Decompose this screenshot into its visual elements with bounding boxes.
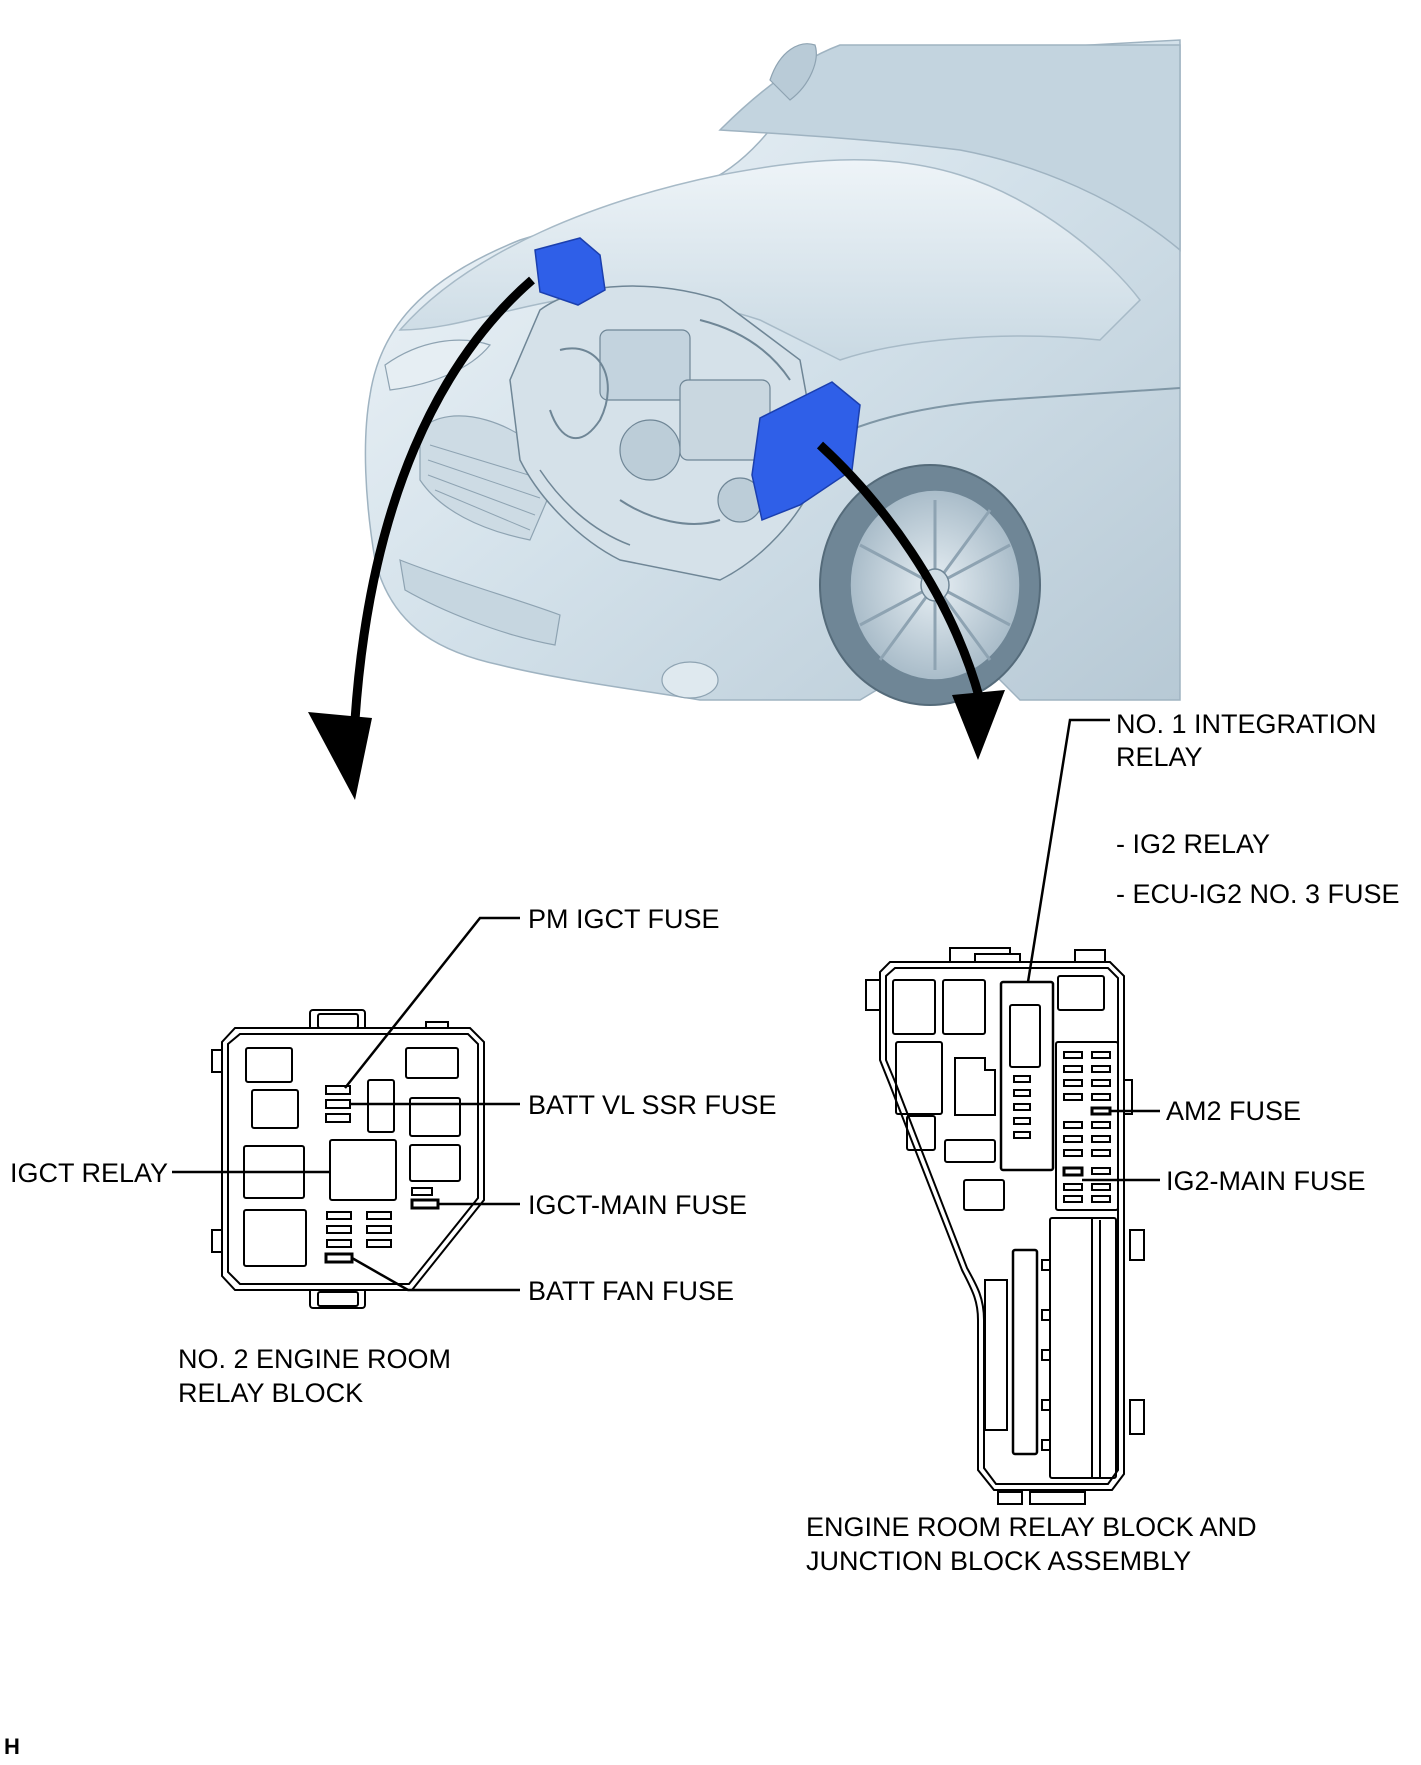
label-no1-integration-relay-line1: NO. 1 INTEGRATION bbox=[1116, 709, 1377, 739]
arrow-left bbox=[308, 276, 535, 800]
relay-block-main-highlight bbox=[751, 381, 861, 522]
main-relay-block bbox=[865, 947, 1145, 1505]
leaders-main-block bbox=[1026, 718, 1160, 1182]
car-illustration bbox=[364, 39, 1181, 706]
label-ig2-relay: - IG2 RELAY bbox=[1116, 829, 1270, 859]
label-batt-fan-fuse: BATT FAN FUSE bbox=[528, 1276, 734, 1306]
engine bbox=[509, 285, 821, 581]
relay-block-2 bbox=[211, 1009, 485, 1309]
caption-main-block-line2: JUNCTION BLOCK ASSEMBLY bbox=[806, 1546, 1191, 1576]
car-lower-intake bbox=[399, 559, 561, 646]
relay-block-2-highlight bbox=[534, 237, 606, 306]
label-igct-main-fuse: IGCT-MAIN FUSE bbox=[528, 1190, 747, 1220]
grille-bars bbox=[427, 444, 546, 531]
caption-main-block-line1: ENGINE ROOM RELAY BLOCK AND bbox=[806, 1512, 1257, 1542]
label-ig2-main-fuse: IG2-MAIN FUSE bbox=[1166, 1166, 1366, 1196]
label-am2-fuse: AM2 FUSE bbox=[1166, 1096, 1301, 1126]
arrow-right bbox=[816, 441, 1005, 760]
label-pm-igct-fuse: PM IGCT FUSE bbox=[528, 904, 720, 934]
car-fender-line bbox=[819, 387, 1181, 446]
caption-relay-block-2-line2: RELAY BLOCK bbox=[178, 1378, 363, 1408]
label-batt-vl-ssr-fuse: BATT VL SSR FUSE bbox=[528, 1090, 777, 1120]
car-fog-light bbox=[661, 661, 719, 699]
label-no1-integration-relay-line2: RELAY bbox=[1116, 742, 1203, 772]
leaders-block-2 bbox=[172, 916, 520, 1292]
car-mirror bbox=[769, 43, 817, 101]
caption-relay-block-2-line1: NO. 2 ENGINE ROOM bbox=[178, 1344, 451, 1374]
label-igct-relay: IGCT RELAY bbox=[10, 1158, 168, 1188]
corner-mark: H bbox=[4, 1734, 20, 1759]
label-ecu-ig2-no3-fuse: - ECU-IG2 NO. 3 FUSE bbox=[1116, 879, 1400, 909]
